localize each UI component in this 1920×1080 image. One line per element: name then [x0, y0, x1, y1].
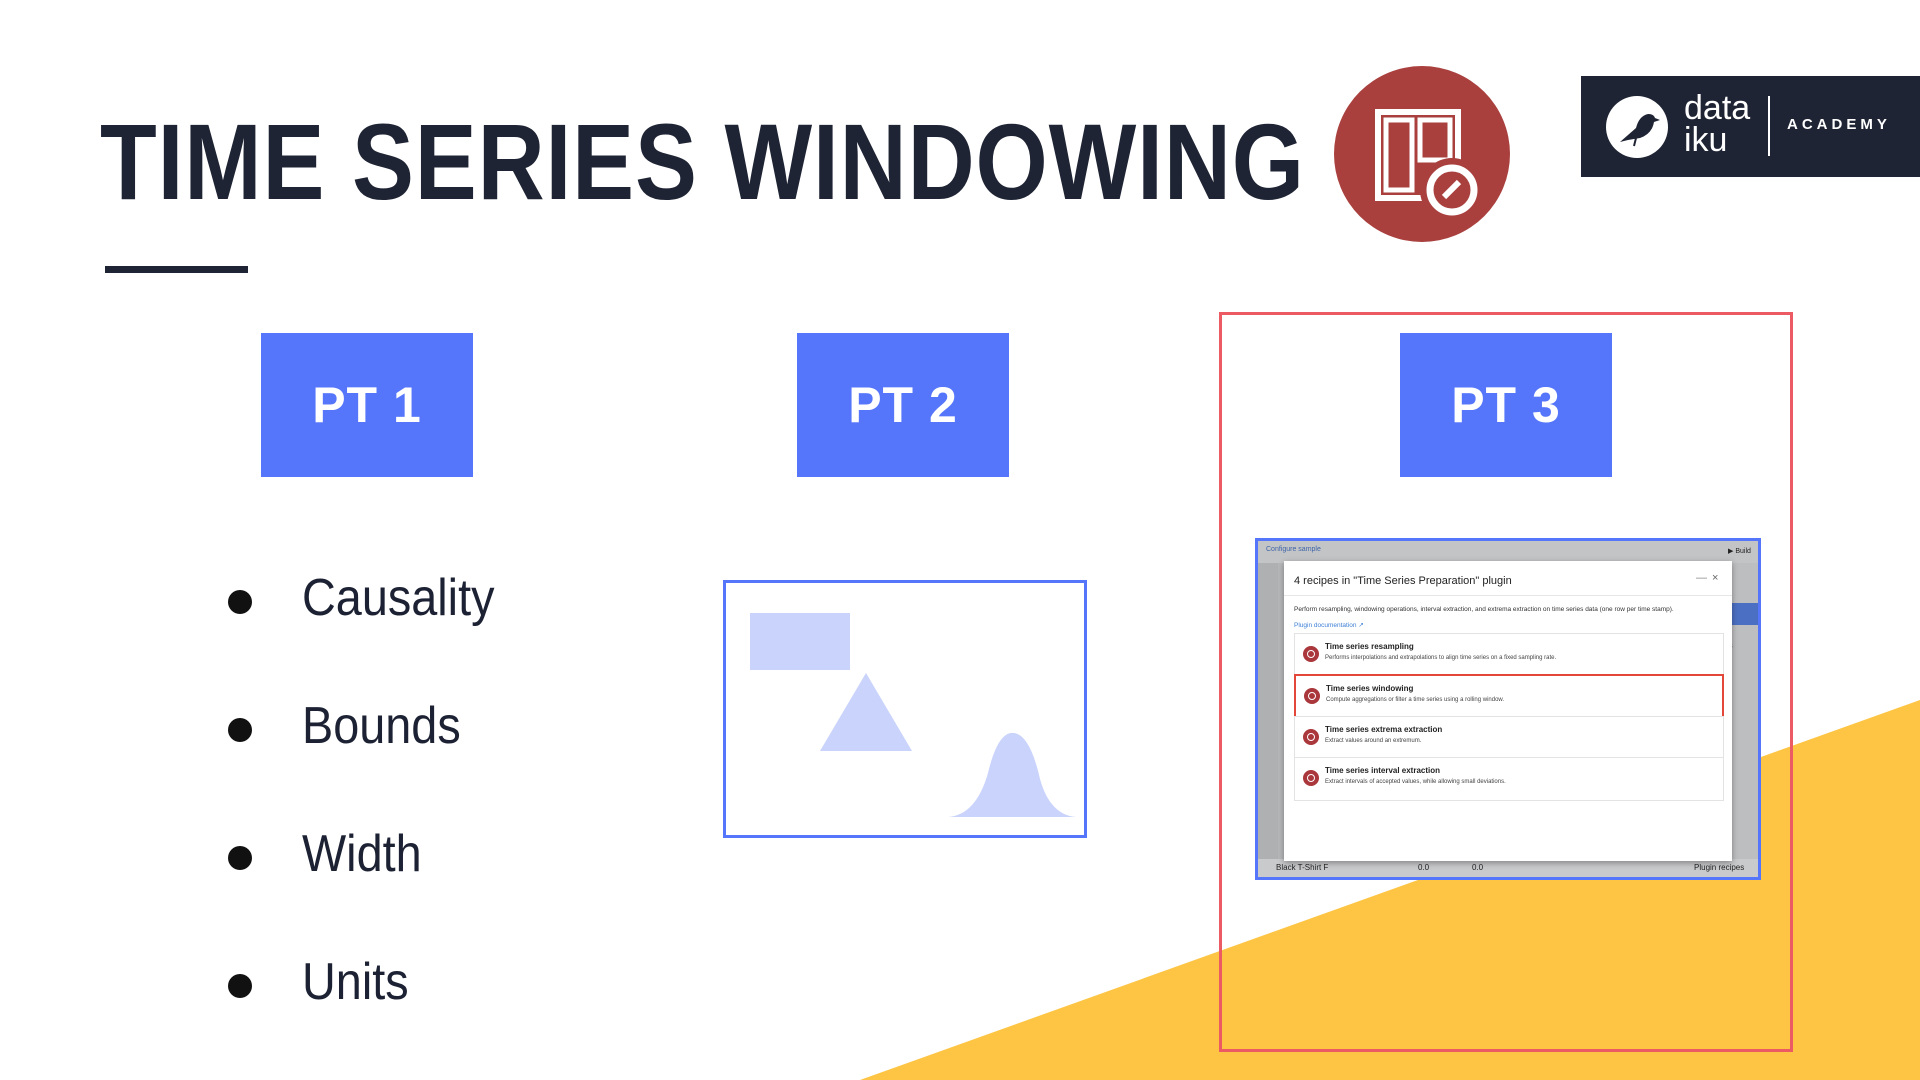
recipe-description: Compute aggregations or filter a time se…	[1326, 697, 1505, 703]
screenshot-panel-tab	[1726, 603, 1758, 625]
dialog-description: Perform resampling, windowing operations…	[1294, 606, 1674, 613]
close-icon[interactable]: ×	[1712, 572, 1719, 584]
dataiku-academy-logo: data iku ACADEMY	[1581, 76, 1920, 177]
image-placeholder-frame	[723, 580, 1087, 838]
brand-divider	[1768, 96, 1770, 156]
build-label: Build	[1735, 548, 1751, 555]
recipe-name: Time series extrema extraction	[1325, 725, 1443, 734]
list-item-label: Units	[302, 953, 409, 1011]
bullet-dot-icon	[228, 974, 252, 998]
image-placeholder-icon	[750, 613, 1076, 817]
brand-wordmark-line2: iku	[1684, 121, 1728, 159]
brand-academy-label: ACADEMY	[1787, 116, 1891, 133]
plugin-recipes-dialog: 4 recipes in "Time Series Preparation" p…	[1284, 561, 1732, 861]
bullet-dot-icon	[228, 846, 252, 870]
recipe-icon	[1304, 688, 1320, 704]
recipe-name: Time series resampling	[1325, 642, 1414, 651]
title-underline	[105, 266, 248, 273]
configure-sample-link[interactable]: Configure sample	[1266, 546, 1321, 553]
screenshot-toolbar	[1258, 541, 1758, 563]
recipe-name: Time series windowing	[1326, 684, 1414, 693]
recipe-description: Performs interpolations and extrapolatio…	[1325, 655, 1557, 661]
minimize-icon[interactable]: —	[1696, 572, 1707, 584]
slide-title: TIME SERIES WINDOWING	[100, 101, 1305, 222]
bottom-row-value: 0.0	[1418, 863, 1430, 872]
recipe-card-interval-extraction[interactable]: Time series interval extraction Extract …	[1294, 757, 1724, 801]
recipe-card-resampling[interactable]: Time series resampling Performs interpol…	[1294, 633, 1724, 677]
recipe-icon	[1303, 729, 1319, 745]
bottom-row-label: Black T-Shirt F	[1276, 863, 1329, 872]
part-3-highlight-frame	[1219, 312, 1793, 1052]
build-button[interactable]: ▶ Build	[1728, 548, 1751, 555]
bullet-dot-icon	[228, 718, 252, 742]
list-item-label: Causality	[302, 569, 495, 627]
plugin-documentation-link[interactable]: Plugin documentation ↗	[1294, 622, 1364, 629]
list-item-label: Bounds	[302, 697, 461, 755]
dialog-title: 4 recipes in "Time Series Preparation" p…	[1294, 575, 1512, 587]
recipe-name: Time series interval extraction	[1325, 766, 1441, 775]
recipe-icon	[1303, 646, 1319, 662]
part-3-box: PT 3	[1400, 333, 1612, 477]
part-2-box: PT 2	[797, 333, 1009, 477]
dialog-separator	[1284, 595, 1732, 596]
part-1-box: PT 1	[261, 333, 473, 477]
plugin-recipes-label: Plugin recipes	[1694, 863, 1745, 872]
bottom-row-value: 0.0	[1472, 863, 1484, 872]
screenshot-left-strip	[1258, 563, 1278, 859]
brand-wordmark: data iku	[1684, 89, 1751, 159]
brand-wordmark-line1: data	[1684, 89, 1751, 127]
plugin-recipes-screenshot: Configure sample ▶ Build ipes pes Black …	[1255, 538, 1761, 880]
recipe-description: Extract intervals of accepted values, wh…	[1325, 779, 1506, 785]
list-item-label: Width	[302, 825, 422, 883]
windowing-plugin-icon	[1334, 66, 1510, 242]
recipe-icon	[1303, 770, 1319, 786]
recipe-card-windowing[interactable]: Time series windowing Compute aggregatio…	[1294, 674, 1724, 718]
screenshot-bottom-row: Black T-Shirt F 0.0 0.0 Plugin recipes	[1258, 859, 1758, 877]
bird-icon	[1606, 96, 1668, 158]
bullet-dot-icon	[228, 590, 252, 614]
recipe-card-extrema-extraction[interactable]: Time series extrema extraction Extract v…	[1294, 716, 1724, 760]
recipe-description: Extract values around an extremum.	[1325, 738, 1422, 744]
